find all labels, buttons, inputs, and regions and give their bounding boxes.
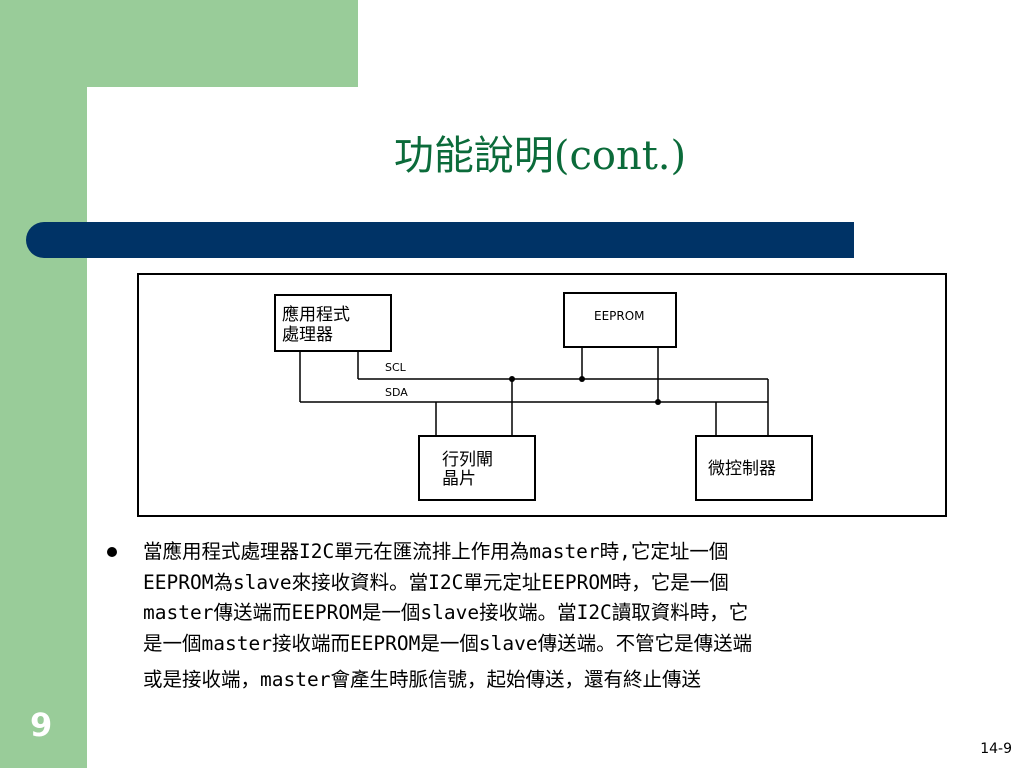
slide-code: 14-9 [980, 741, 1012, 757]
description-line: master傳送端而EEPROM是一個slave接收端。當I2C讀取資料時，它 [143, 601, 749, 624]
eeprom-scl-junction [579, 376, 585, 382]
row-latch-label-2: 晶片 [442, 469, 476, 489]
eeprom-label: EEPROM [594, 309, 645, 323]
scl-label: SCL [385, 361, 407, 374]
app-processor-label-1: 應用程式 [282, 304, 350, 325]
slide-title: 功能說明(cont.) [393, 133, 687, 179]
latch-scl-junction [509, 376, 515, 382]
title-underline-bar [26, 222, 854, 258]
description-line: 或是接收端，master會產生時脈信號，起始傳送，還有終止傳送 [143, 668, 701, 691]
sda-label: SDA [385, 386, 408, 399]
green-left-band [0, 0, 87, 768]
app-processor-label-2: 處理器 [282, 325, 333, 345]
eeprom-box [563, 292, 677, 348]
app-processor-box [274, 294, 392, 352]
description-line: 是一個master接收端而EEPROM是一個slave傳送端。不管它是傳送端 [143, 631, 753, 655]
bullet-dot-icon [107, 547, 117, 557]
page-number: 9 [30, 706, 53, 744]
row-latch-label-1: 行列閘 [442, 450, 493, 470]
description-line: EEPROM為slave來接收資料。當I2C單元定址EEPROM時，它是一個 [143, 570, 729, 594]
microcontroller-label: 微控制器 [708, 459, 776, 479]
description-text: 當應用程式處理器I2C單元在匯流排上作用為master時,它定址一個 EEPRO… [143, 537, 993, 696]
diagram-frame [137, 273, 947, 517]
rounded-corner [87, 87, 167, 167]
microcontroller-box [695, 435, 813, 501]
description-line: 當應用程式處理器I2C單元在匯流排上作用為master時,它定址一個 [143, 540, 729, 563]
row-latch-box [418, 435, 536, 501]
eeprom-sda-junction [655, 399, 661, 405]
i2c-bus-diagram: 應用程式 處理器 EEPROM SCL SDA 行列閘 晶片 微控制器 [137, 273, 947, 517]
